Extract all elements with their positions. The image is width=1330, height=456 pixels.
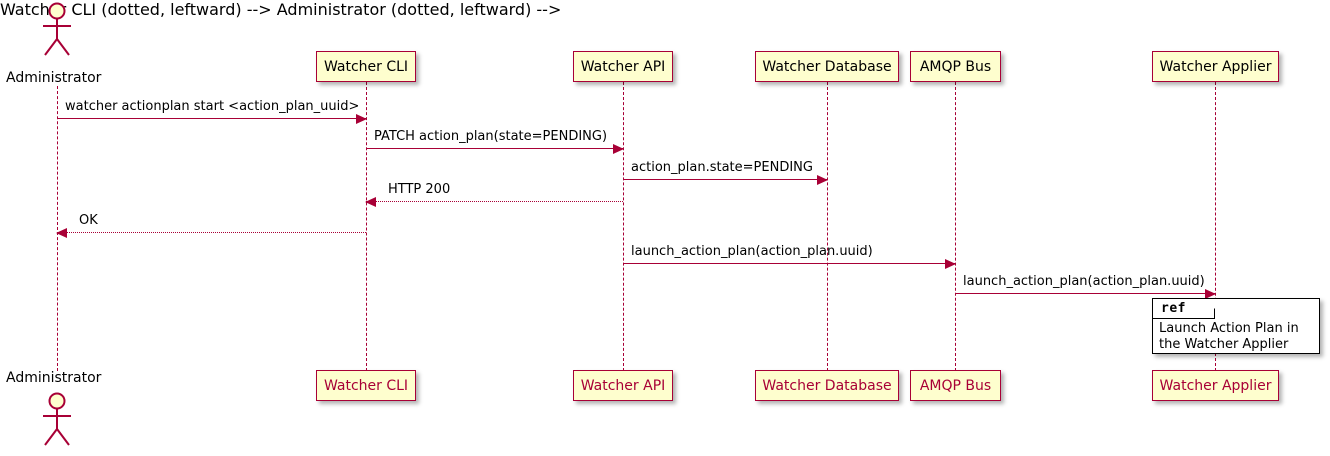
arrow-head-right-icon — [1205, 288, 1216, 299]
message-line — [955, 293, 1215, 294]
message-label: launch_action_plan(action_plan.uuid) — [631, 244, 873, 259]
lifeline-watcher-api — [623, 82, 624, 371]
participant-label: AMQP Bus — [919, 58, 992, 75]
participant-label: Watcher API — [580, 377, 666, 394]
message-label: action_plan.state=PENDING — [631, 160, 813, 175]
message-line — [57, 232, 366, 233]
message-label: PATCH action_plan(state=PENDING) — [374, 129, 608, 144]
participant-amqp-bus-bottom[interactable]: AMQP Bus — [910, 370, 1001, 401]
participant-watcher-api-top[interactable]: Watcher API — [573, 51, 673, 82]
lifeline-watcher-applier — [1215, 82, 1216, 371]
ref-fragment: ref Launch Action Plan in the Watcher Ap… — [1152, 298, 1320, 354]
actor-administrator-top — [33, 2, 81, 58]
arrow-head-left-icon — [56, 227, 67, 238]
actor-administrator-bottom — [33, 392, 81, 448]
message-label: OK — [79, 213, 98, 228]
message-line — [623, 179, 827, 180]
stick-figure-icon — [43, 2, 71, 56]
message-label: HTTP 200 — [388, 182, 451, 197]
participant-watcher-database-bottom[interactable]: Watcher Database — [755, 370, 899, 401]
ref-fragment-text: Launch Action Plan in the Watcher Applie… — [1159, 321, 1299, 352]
arrow-head-right-icon — [817, 174, 828, 185]
lifeline-watcher-database — [827, 82, 828, 371]
participant-amqp-bus-top[interactable]: AMQP Bus — [910, 51, 1001, 82]
arrow-head-right-icon — [613, 143, 624, 154]
participant-label: Watcher Applier — [1159, 58, 1272, 75]
message-line — [366, 148, 623, 149]
arrow-head-right-icon — [945, 258, 956, 269]
ref-fragment-tab — [1153, 299, 1215, 319]
participant-watcher-database-top[interactable]: Watcher Database — [755, 51, 899, 82]
participant-watcher-api-bottom[interactable]: Watcher API — [573, 370, 673, 401]
participant-label: Watcher Database — [762, 58, 892, 75]
participant-label: Watcher Applier — [1159, 377, 1272, 394]
lifeline-amqp-bus — [955, 82, 956, 371]
participant-watcher-applier-top[interactable]: Watcher Applier — [1152, 51, 1279, 82]
ref-fragment-tab-label: ref — [1161, 301, 1186, 316]
participant-label: AMQP Bus — [919, 377, 992, 394]
stick-figure-icon — [43, 392, 71, 446]
participant-label: Watcher API — [580, 58, 666, 75]
participant-label: Watcher CLI — [323, 58, 409, 75]
lifeline-watcher-cli — [366, 82, 367, 371]
participant-watcher-cli-bottom[interactable]: Watcher CLI — [316, 370, 416, 401]
participant-watcher-applier-bottom[interactable]: Watcher Applier — [1152, 370, 1279, 401]
arrow-head-right-icon — [356, 113, 367, 124]
arrow-head-left-icon — [365, 196, 376, 207]
participant-label: Watcher CLI — [323, 377, 409, 394]
message-label: launch_action_plan(action_plan.uuid) — [963, 274, 1205, 289]
message-line — [623, 263, 955, 264]
participant-label: Watcher Database — [762, 377, 892, 394]
message-label: watcher actionplan start <action_plan_uu… — [65, 99, 360, 114]
message-line — [57, 118, 366, 119]
actor-label-administrator-top: Administrator — [6, 70, 102, 86]
message-line — [366, 201, 623, 202]
actor-label-administrator-bottom: Administrator — [6, 370, 102, 386]
participant-watcher-cli-top[interactable]: Watcher CLI — [316, 51, 416, 82]
